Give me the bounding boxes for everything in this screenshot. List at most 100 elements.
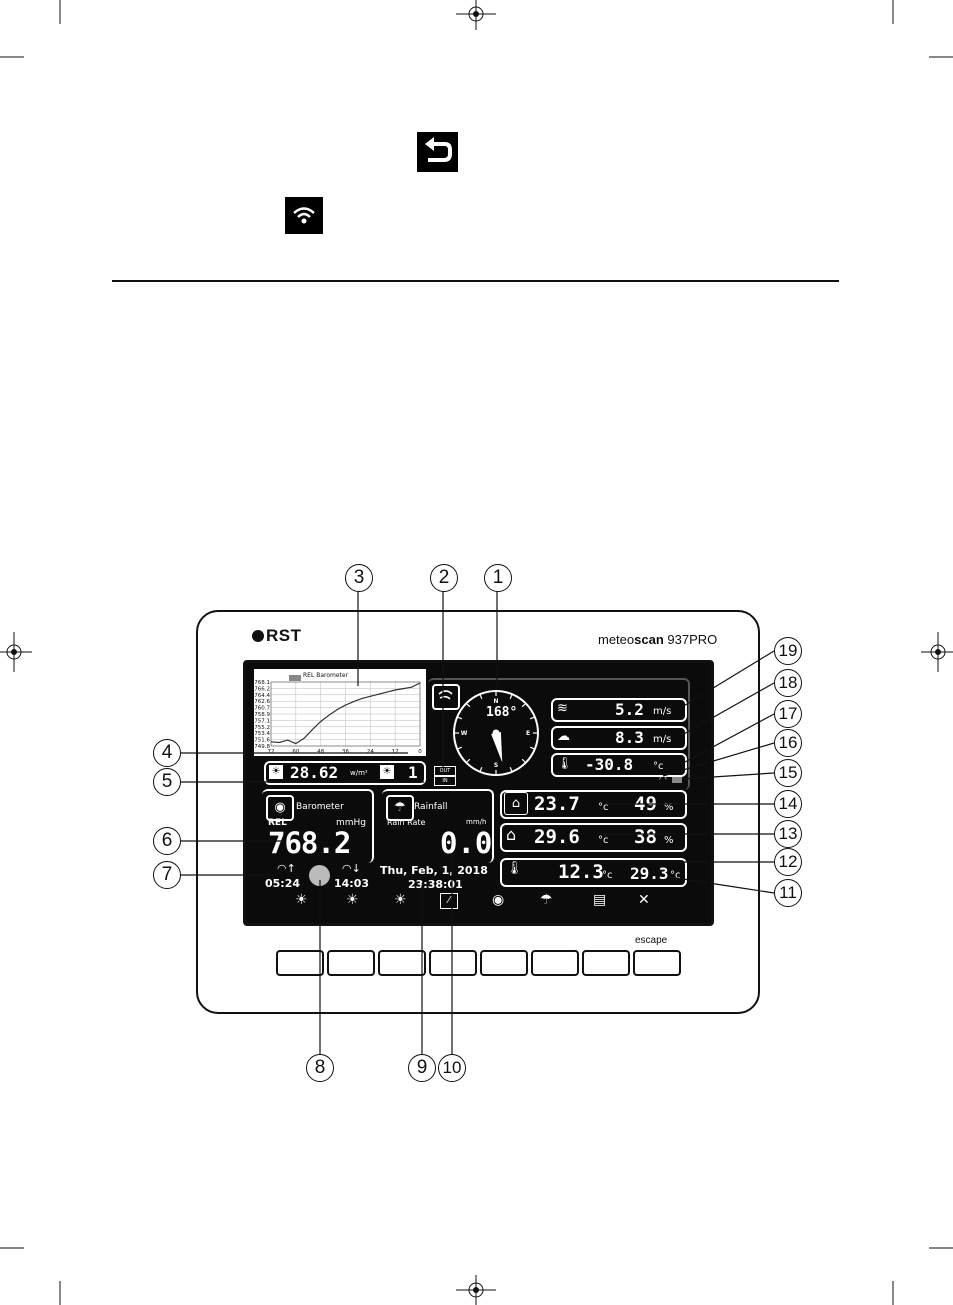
hw-button-4[interactable] [429, 950, 477, 976]
chart-x-tick-label: 12 [392, 749, 399, 755]
hw-button-7[interactable] [582, 950, 630, 976]
compass-tick [529, 716, 535, 720]
chart-legend-swatch [289, 675, 301, 681]
wind-gust-unit: m/s [653, 734, 672, 745]
barometer-unit: mmHg [336, 818, 367, 828]
chart-title: REL Barometer [303, 672, 349, 679]
rainfall-panel [382, 789, 494, 863]
callout-11: 11 [774, 879, 802, 907]
uv-icon: ☀ [380, 765, 394, 779]
compass-tick [466, 703, 471, 708]
wind-chill-unit: °c [653, 761, 664, 772]
rainfall-label: Rainfall [414, 802, 448, 812]
callout-18: 18 [774, 669, 802, 697]
outdoor-temp-value: 29.6 [534, 826, 580, 848]
chart-y-tick-label: 757.1 [255, 718, 270, 724]
barometer-mode: REL [268, 818, 287, 828]
compass-ring [453, 690, 539, 776]
brand-logo-mark [252, 630, 264, 642]
sunset-time: 14:03 [334, 877, 370, 890]
escape-button[interactable] [633, 950, 681, 976]
thermometer-icon: 🌡 [506, 861, 523, 876]
chart-y-tick-label: 768.1 [255, 680, 270, 686]
outdoor-temp-unit: °c [598, 835, 609, 846]
compass-label-south: S [494, 762, 498, 769]
menu-icon-graph: ⁄ [440, 893, 458, 909]
device-housing [196, 610, 760, 1014]
feels-like-unit: °c [670, 870, 681, 881]
wind-gust-value: 8.3 [615, 728, 644, 747]
outdoor-humidity-value: 38 [634, 826, 657, 848]
wifi-icon [285, 197, 323, 234]
sunrise-time: 05:24 [265, 877, 301, 890]
date-display: Thu, Feb, 1, 2018 [380, 864, 488, 877]
callout-15: 15 [774, 759, 802, 787]
callout-1: 1 [484, 564, 512, 592]
signal-icon: ◠ [659, 775, 667, 785]
wind-chill-icon: 🌡 [557, 756, 573, 770]
hw-button-3[interactable] [378, 950, 426, 976]
compass-tick [457, 716, 463, 720]
chart-x-tick-label: 36 [342, 749, 349, 755]
compass-tick [529, 746, 535, 750]
wind-speed-box: ≋ 5.2 m/s [551, 698, 687, 722]
callout-14: 14 [774, 790, 802, 818]
callout-7: 7 [153, 861, 181, 889]
brand-logo: RST [252, 626, 302, 646]
wind-gust-box: ☁ 8.3 m/s [551, 726, 687, 750]
return-arrow-icon [417, 132, 458, 172]
menu-icon-solar: ☀ [295, 892, 308, 908]
chart-y-tick-label: 753.4 [255, 731, 270, 737]
callout-2: 2 [430, 564, 458, 592]
feels-like-value: 29.3 [630, 864, 669, 883]
hw-button-1[interactable] [276, 950, 324, 976]
moon-icon [309, 865, 330, 886]
callout-4: 4 [153, 739, 181, 767]
chart-y-tick-label: 762.6 [255, 699, 270, 705]
chart-y-tick-label: 760.7 [255, 706, 270, 712]
compass-tick [521, 703, 526, 708]
chart-y-tick-label: 751.6 [255, 738, 270, 744]
outdoor-box: ⌂ 29.6 °c 38 % [500, 823, 687, 852]
menu-icon-barometer: ◉ [492, 892, 505, 908]
hw-button-5[interactable] [480, 950, 528, 976]
indoor-box: ⌂ 23.7 °c 49 % [500, 790, 687, 819]
wind-direction-readout: 168° [486, 705, 518, 720]
callout-3: 3 [345, 564, 373, 592]
compass-tick [509, 766, 513, 772]
model-name: meteoscan 937PRO [598, 632, 718, 647]
chart-y-tick-label: 749.8 [255, 744, 270, 750]
sunset-icon: ◠↓ [342, 862, 361, 875]
wind-speed-value: 5.2 [615, 700, 644, 719]
wind-chill-value: -30.8 [585, 755, 634, 774]
hw-button-6[interactable] [531, 950, 579, 976]
hw-button-2[interactable] [327, 950, 375, 976]
chart-x-tick-label: 60 [292, 749, 299, 755]
wind-speed-unit: m/s [653, 706, 672, 717]
rain-rate-value: 0.0 [440, 826, 493, 860]
wind-speed-icon: ≋ [557, 701, 568, 716]
callout-9: 9 [408, 1054, 436, 1082]
battery-icon [672, 777, 682, 783]
chart-x-tick-label: 0 [418, 749, 422, 755]
compass-label-east: E [526, 730, 530, 737]
house-icon: ⌂ [504, 792, 528, 815]
wind-chill-box: 🌡 -30.8 °c [551, 753, 687, 777]
menu-icon-rain: ☂ [540, 892, 553, 908]
wind-panel-frame [428, 678, 690, 790]
chart-x-tick-label: 24 [367, 749, 374, 755]
compass-tick [509, 694, 513, 700]
rain-rate-label: Rain Rate [387, 818, 426, 827]
in-indicator: IN [434, 776, 456, 786]
solar-value: 28.62 [290, 763, 339, 782]
dew-point-value: 12.3 [558, 861, 604, 883]
callout-10: 10 [438, 1054, 466, 1082]
chart-y-tick-label: 758.9 [255, 712, 270, 718]
menu-icon-settings: ✕ [638, 892, 650, 908]
indoor-temp-unit: °c [598, 802, 609, 813]
compass-tick [466, 758, 471, 763]
